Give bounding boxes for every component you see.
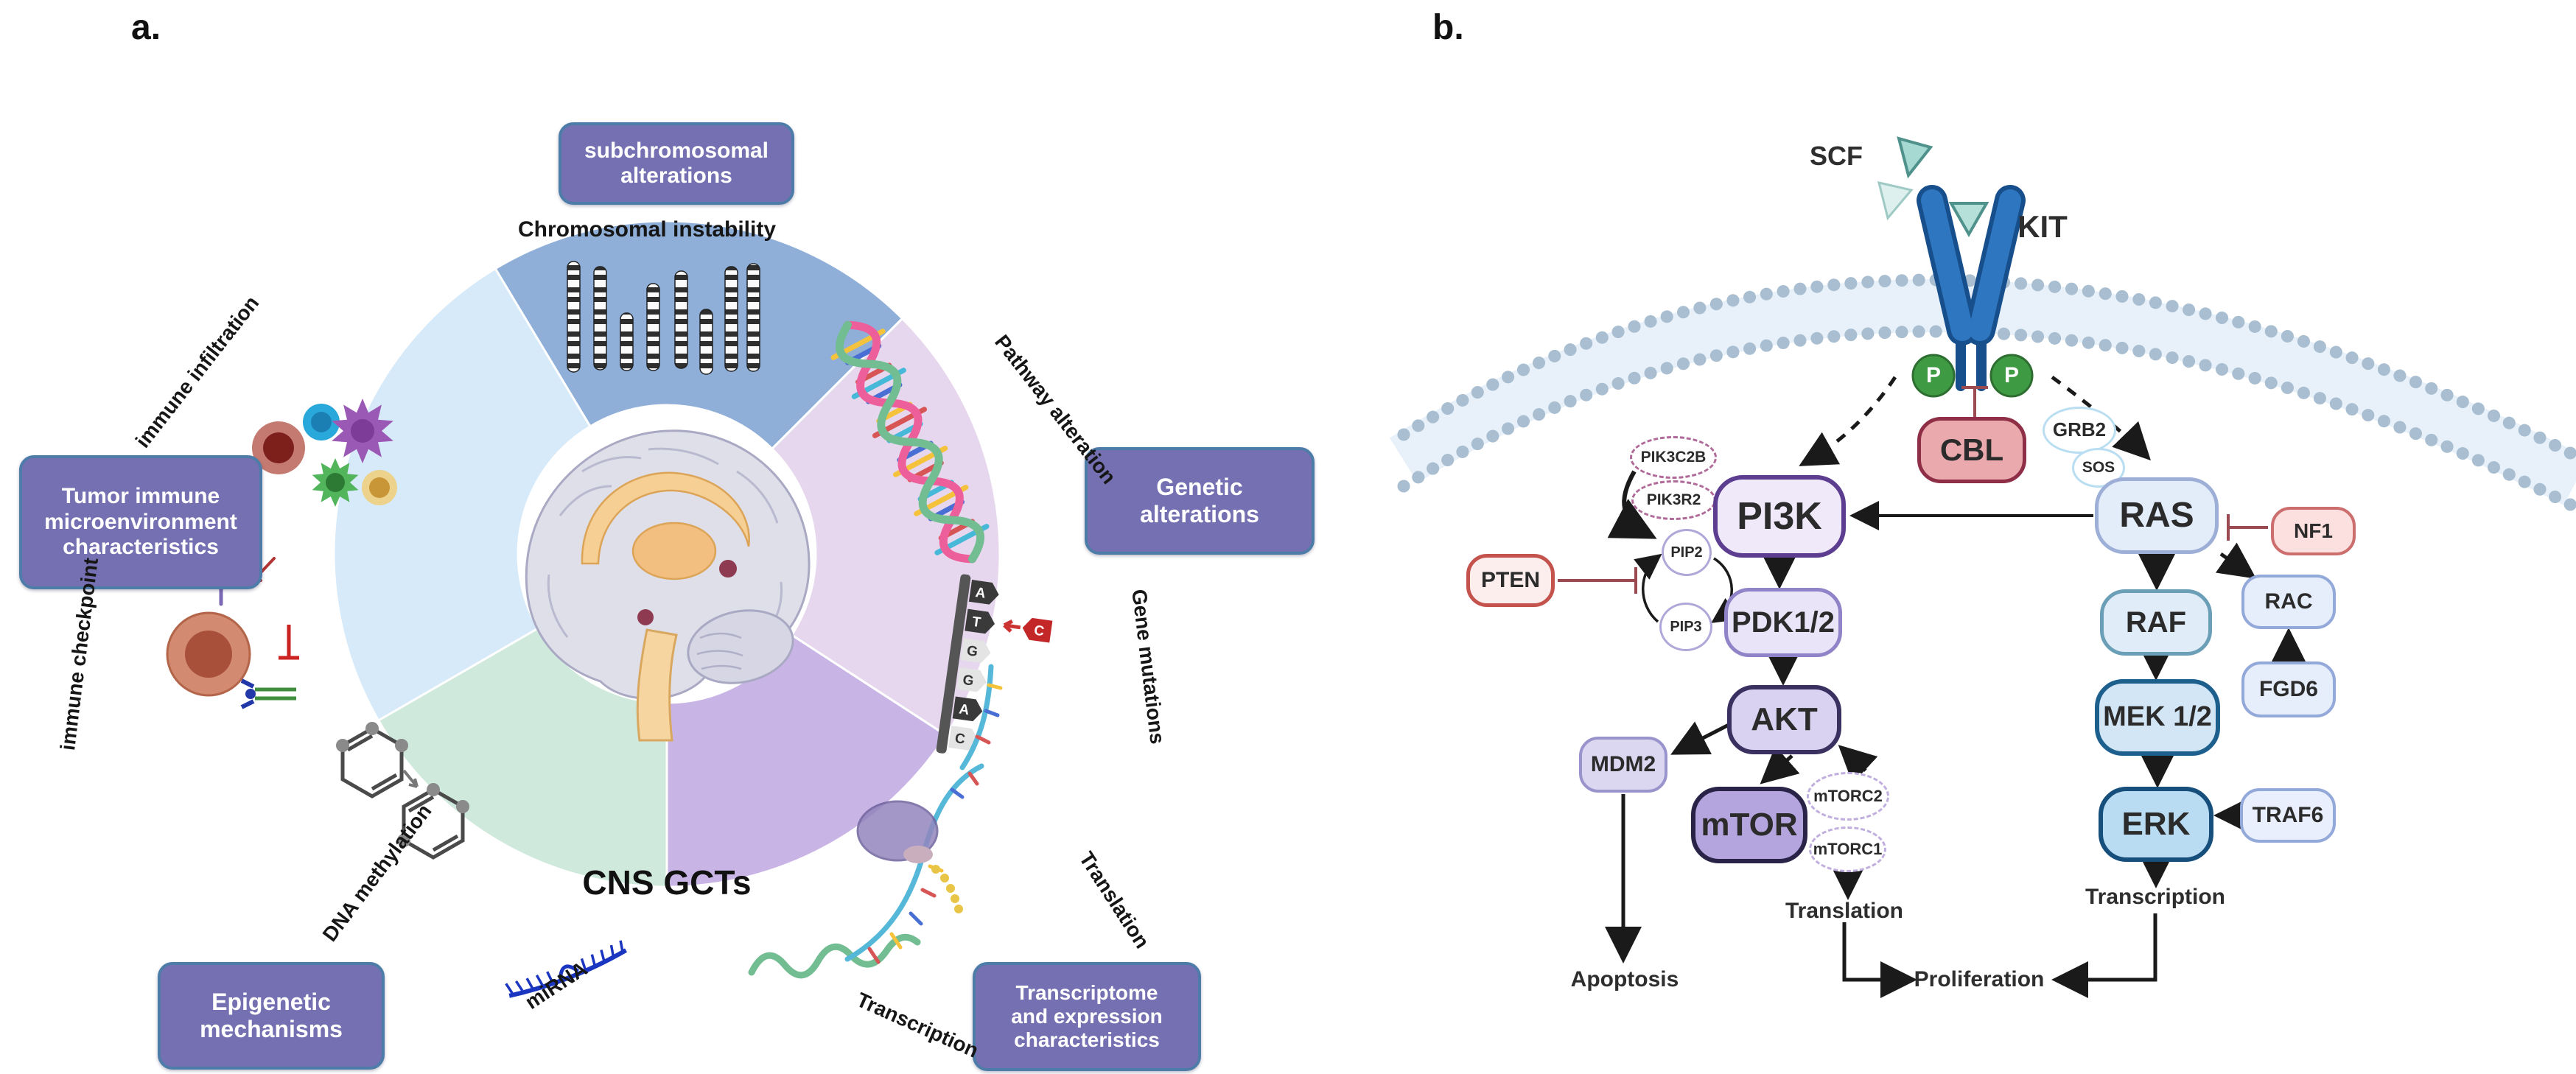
label-kit: KIT xyxy=(2017,209,2068,244)
gene-mutation-icon: A T G G A C C xyxy=(936,574,1053,754)
arrow-pip2-pip3 xyxy=(1711,557,1740,623)
panel-a-tag: a. xyxy=(131,8,161,47)
segment-immune xyxy=(332,267,592,723)
node-pip2: PIP2 xyxy=(1662,529,1712,576)
svg-text:C: C xyxy=(954,731,967,748)
tbar-nf1-ras xyxy=(2227,514,2268,541)
arrow-mtorc2-akt xyxy=(1838,745,1878,784)
phospho-p-left-label: P xyxy=(1925,363,1942,387)
node-grb2: GRB2 xyxy=(2043,407,2116,454)
arrow-kit-pi3k xyxy=(1799,376,1897,466)
node-erk: ERK xyxy=(2099,787,2213,862)
arrow-transcription-proliferation xyxy=(2051,913,2157,998)
node-akt: AKT xyxy=(1727,685,1841,754)
arrow-akt-mdm2 xyxy=(1670,721,1733,755)
cns-gcts-title: CNS GCTs xyxy=(582,863,752,902)
svg-text:G: G xyxy=(962,673,975,689)
dna-helix-icon xyxy=(830,320,990,564)
svg-text:T: T xyxy=(971,614,982,631)
brain-illustration xyxy=(525,429,811,742)
ribosome-icon xyxy=(856,800,939,862)
node-traf6: TRAF6 xyxy=(2240,788,2336,843)
label-translation-b: Translation xyxy=(1785,899,1904,923)
node-pik3r2: PIK3R2 xyxy=(1631,480,1716,520)
label-transcription-b: Transcription xyxy=(2085,885,2226,909)
node-mek12: MEK 1/2 xyxy=(2095,679,2220,756)
phospho-p-right-label: P xyxy=(2003,363,2020,387)
node-pip3: PIP3 xyxy=(1659,603,1712,651)
node-pi3k: PI3K xyxy=(1713,475,1846,558)
cns-gcts-ring xyxy=(332,220,1001,888)
node-raf: RAF xyxy=(2100,589,2212,656)
callout-subchromosomal: subchromosomal alterations xyxy=(559,122,794,205)
node-rac: RAC xyxy=(2241,575,2336,629)
segment-genetic-alterations xyxy=(770,317,1001,737)
label-scf: SCF xyxy=(1810,141,1863,171)
chromosomes-icon xyxy=(567,261,760,375)
svg-text:G: G xyxy=(966,643,979,660)
arrow-translation-proliferation xyxy=(1842,922,1917,998)
label-proliferation: Proliferation xyxy=(1914,967,2045,991)
arrow-ras-rac xyxy=(2215,542,2257,579)
callout-epigenetic-mechanisms: Epigenetic mechanisms xyxy=(158,962,385,1070)
svg-text:C: C xyxy=(1033,623,1046,640)
callout-tumor-immune: Tumor immune microenvironment characteri… xyxy=(19,455,262,589)
phospho-p-icons xyxy=(1911,354,2034,398)
pineal-tumor xyxy=(719,560,737,578)
node-mtorc1: mTORC1 xyxy=(1809,826,1886,872)
callout-genetic-alterations: Genetic alterations xyxy=(1085,447,1315,555)
mirna-icon xyxy=(505,940,628,998)
node-nf1: NF1 xyxy=(2271,507,2356,555)
corpus-callosum xyxy=(581,471,750,565)
label-chromosomal-instability: Chromosomal instability xyxy=(517,217,777,242)
scf-ligand-icons xyxy=(1877,136,1989,238)
brainstem xyxy=(636,628,678,742)
cerebellum xyxy=(687,609,794,684)
svg-text:A: A xyxy=(958,701,970,718)
arrow-pip3-pip2 xyxy=(1634,553,1662,623)
dna-methylation-icon xyxy=(336,722,469,860)
callout-transcriptome: Transcriptome and expression characteris… xyxy=(973,962,1201,1071)
immune-cells-icon xyxy=(252,399,397,507)
node-fgd6: FGD6 xyxy=(2241,661,2336,717)
node-pik3c2b: PIK3C2B xyxy=(1630,436,1717,479)
node-pten: PTEN xyxy=(1466,554,1555,607)
panel-b-tag: b. xyxy=(1432,8,1464,47)
arrow-pik3-complex-pip2 xyxy=(1607,470,1657,539)
node-mtor: mTOR xyxy=(1691,787,1807,863)
pathway-arrows xyxy=(1605,470,2307,998)
label-apoptosis: Apoptosis xyxy=(1570,967,1679,991)
tbar-pten-pip xyxy=(1558,567,1637,594)
tbar-cbl-kit xyxy=(1961,386,1988,417)
thalamus xyxy=(631,522,717,580)
svg-text:A: A xyxy=(974,585,987,602)
pituitary-tumor xyxy=(637,609,654,625)
node-mdm2: MDM2 xyxy=(1579,737,1667,793)
node-ras: RAS xyxy=(2095,477,2219,554)
immune-checkpoint-icon xyxy=(166,557,299,709)
node-mtorc2: mTORC2 xyxy=(1807,772,1889,821)
rna-translation-icon xyxy=(748,664,1003,979)
node-pdk12: PDK1/2 xyxy=(1724,588,1842,657)
arrow-akt-mtor xyxy=(1760,745,1800,785)
node-cbl: CBL xyxy=(1917,417,2026,483)
kit-receptor-icon xyxy=(1917,185,2026,391)
inhibition-tbars xyxy=(1558,386,2268,594)
